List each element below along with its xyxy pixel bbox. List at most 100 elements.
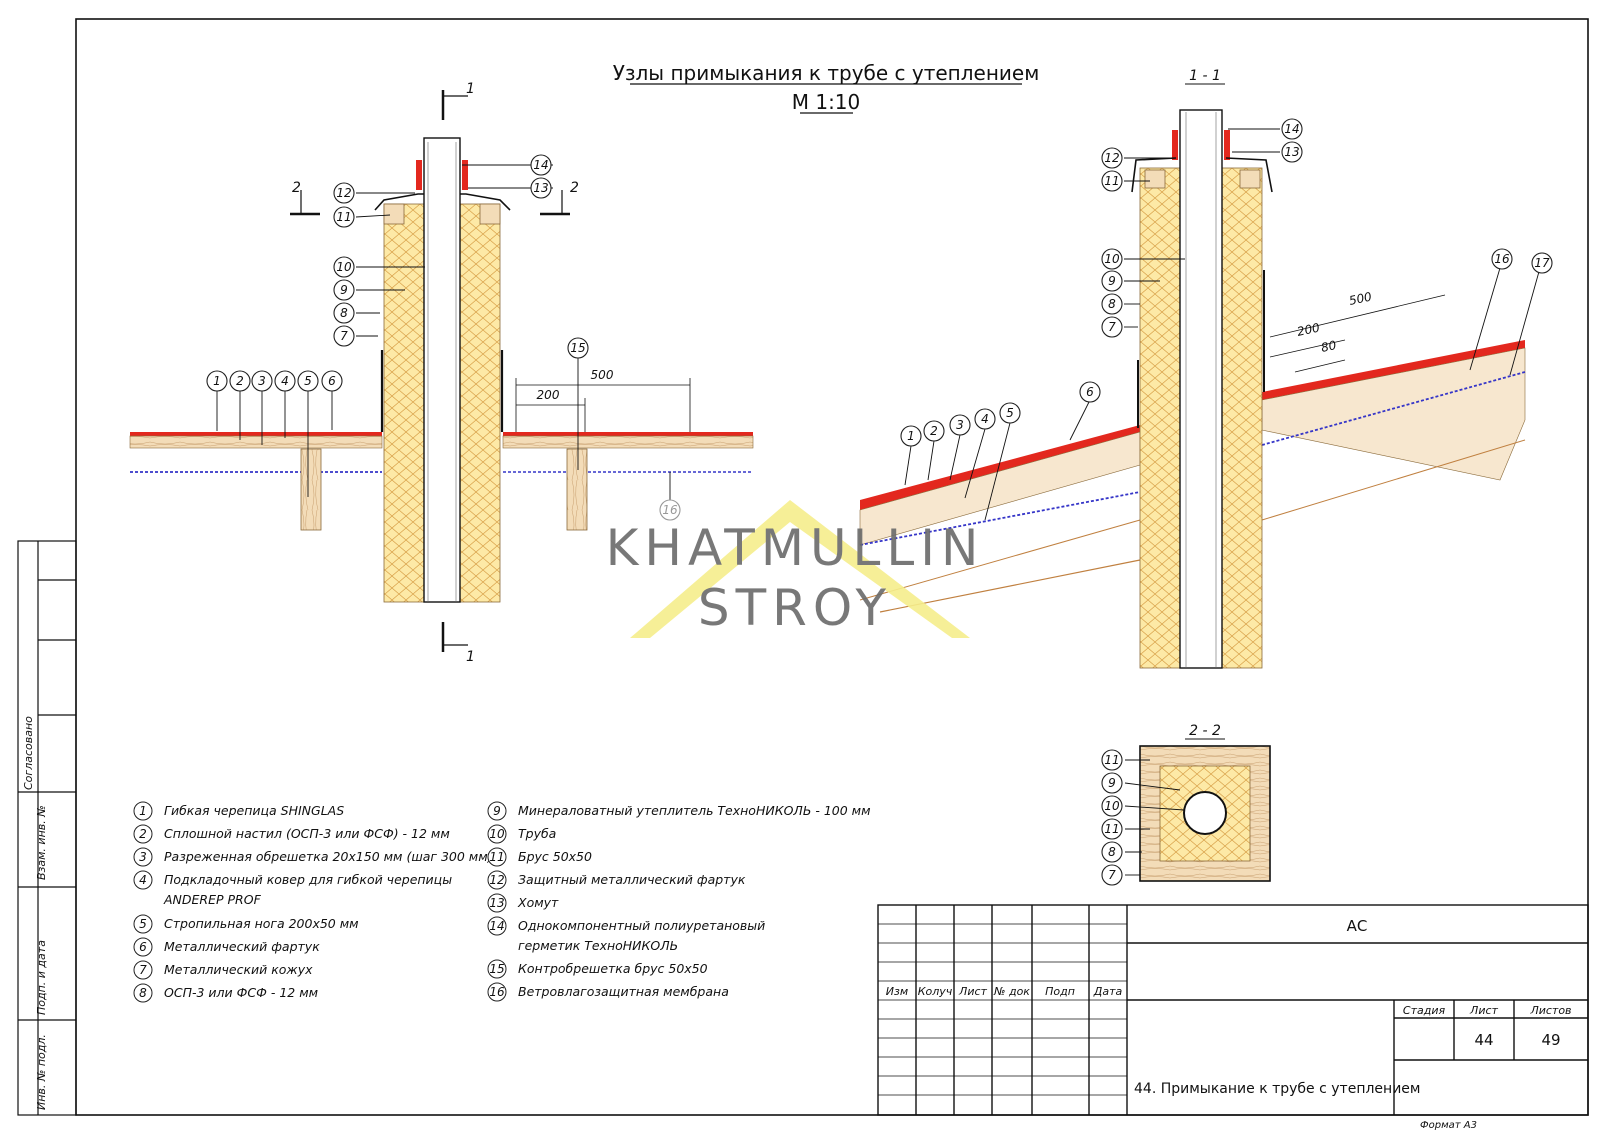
section-1-top: 1	[466, 81, 475, 97]
legend-item: 1 Гибкая черепица SHINGLAS	[133, 801, 344, 821]
callout-13-left: 13	[530, 177, 552, 199]
callout-9-left: 9	[333, 279, 355, 301]
view-1-1-label: 1 - 1	[1189, 68, 1221, 84]
callout-17-right: 17	[1531, 252, 1553, 274]
watermark: KHATMULLIN STROY	[606, 500, 985, 638]
callout-10-right: 10	[1101, 248, 1123, 270]
side-inv: Инв. № подл.	[35, 1034, 48, 1110]
callout-16-left: 16	[659, 499, 681, 521]
callout-8-22: 8	[1101, 841, 1123, 863]
svg-text:8: 8	[1108, 297, 1116, 311]
svg-text:16: 16	[662, 503, 678, 517]
legend-text: Подкладочный ковер для гибкой черепицы	[164, 872, 452, 887]
svg-text:3: 3	[956, 418, 964, 432]
callout-6-left: 6	[321, 370, 343, 392]
callout-14-left: 14	[530, 154, 552, 176]
svg-text:8: 8	[340, 306, 348, 320]
callout-7-left: 7	[333, 325, 355, 347]
side-podp: Подп. и дата	[35, 940, 48, 1015]
section-2-2-view	[1124, 745, 1271, 882]
callout-7-22: 7	[1101, 864, 1123, 886]
callout-3-left: 3	[251, 370, 273, 392]
stamp-h-data: Дата	[1093, 985, 1123, 998]
callout-4-right: 4	[974, 408, 996, 430]
svg-text:6: 6	[328, 374, 336, 388]
callout-11-right: 11	[1101, 170, 1123, 192]
svg-text:2: 2	[236, 374, 244, 388]
svg-text:13: 13	[1284, 145, 1299, 159]
side-vzam: Взам. инв. №	[35, 805, 48, 880]
svg-text:4: 4	[981, 412, 989, 426]
legend-text: Брус 50х50	[518, 849, 592, 864]
callout-5-right: 5	[999, 402, 1021, 424]
stamp-sheets-label: Листов	[1529, 1004, 1571, 1017]
svg-text:17: 17	[1534, 256, 1550, 270]
svg-text:7: 7	[1108, 320, 1116, 334]
svg-text:11: 11	[1104, 753, 1119, 767]
callout-12-left: 12	[333, 182, 355, 204]
svg-text:7: 7	[340, 329, 348, 343]
svg-text:10: 10	[1104, 799, 1120, 813]
legend-num: 3	[139, 850, 147, 864]
callout-11a-22: 11	[1101, 749, 1123, 771]
legend-text: Хомут	[517, 895, 559, 910]
svg-text:11: 11	[336, 210, 351, 224]
section-2-right: 2	[570, 180, 579, 196]
svg-text:14: 14	[533, 158, 548, 172]
svg-text:16: 16	[1494, 252, 1510, 266]
callout-2-left: 2	[229, 370, 251, 392]
legend-text: Гибкая черепица SHINGLAS	[164, 803, 344, 818]
callout-3-right: 3	[949, 414, 971, 436]
callout-7-right: 7	[1101, 316, 1123, 338]
legend-text: Разреженная обрешетка 20х150 мм (шаг 300…	[164, 849, 493, 864]
stamp-sheet-label: Лист	[1469, 1004, 1498, 1017]
legend-num: 12	[489, 873, 504, 887]
legend-item: ANDEREP PROF	[163, 892, 262, 907]
dim-left-200: 200	[537, 388, 560, 402]
legend-text: ОСП-3 или ФСФ - 12 мм	[164, 985, 318, 1000]
callout-4-left: 4	[274, 370, 296, 392]
stamp-format: Формат А3	[1420, 1120, 1477, 1131]
svg-text:14: 14	[1284, 122, 1299, 136]
legend-text: Минераловатный утеплитель ТехноНИКОЛЬ - …	[518, 803, 871, 818]
right-callouts: 12 11 10 9 8 7 1 2 3 4 5 6 14 13 16 17	[900, 118, 1553, 447]
callout-10-left: 10	[333, 256, 355, 278]
stamp-headers: Изм Колуч Лист № док Подп Дата	[886, 985, 1123, 998]
svg-text:4: 4	[281, 374, 289, 388]
drawing-scale: М 1:10	[792, 90, 861, 114]
dim-left-500: 500	[591, 368, 614, 382]
legend-text: Контробрешетка брус 50х50	[518, 961, 708, 976]
legend-text: Защитный металлический фартук	[518, 872, 746, 887]
legend-num: 6	[139, 940, 147, 954]
callout-8-left: 8	[333, 302, 355, 324]
svg-text:1: 1	[907, 429, 915, 443]
legend-item: 11 Брус 50х50	[487, 847, 592, 867]
legend-num: 1	[139, 804, 147, 818]
stamp-stage-label: Стадия	[1403, 1004, 1446, 1017]
stamp-h-izm: Изм	[886, 985, 908, 998]
legend-text: Сплошной настил (ОСП-3 или ФСФ) - 12 мм	[164, 826, 450, 841]
callout-8-right: 8	[1101, 293, 1123, 315]
callout-15-left: 15	[567, 337, 589, 359]
svg-text:10: 10	[1104, 252, 1120, 266]
svg-text:11: 11	[1104, 174, 1119, 188]
watermark-line1: KHATMULLIN	[606, 519, 985, 577]
svg-text:5: 5	[1006, 406, 1014, 420]
svg-text:2: 2	[930, 424, 938, 438]
callout-10-22: 10	[1101, 795, 1123, 817]
svg-text:9: 9	[1108, 776, 1116, 790]
svg-text:11: 11	[1104, 822, 1119, 836]
callout-6-right: 6	[1079, 381, 1101, 403]
callout-14-right: 14	[1281, 118, 1303, 140]
legend-num: 13	[489, 896, 504, 910]
section-2-left: 2	[292, 180, 301, 196]
legend-text: Труба	[518, 826, 556, 841]
svg-text:1: 1	[213, 374, 221, 388]
legend-num: 11	[489, 850, 504, 864]
